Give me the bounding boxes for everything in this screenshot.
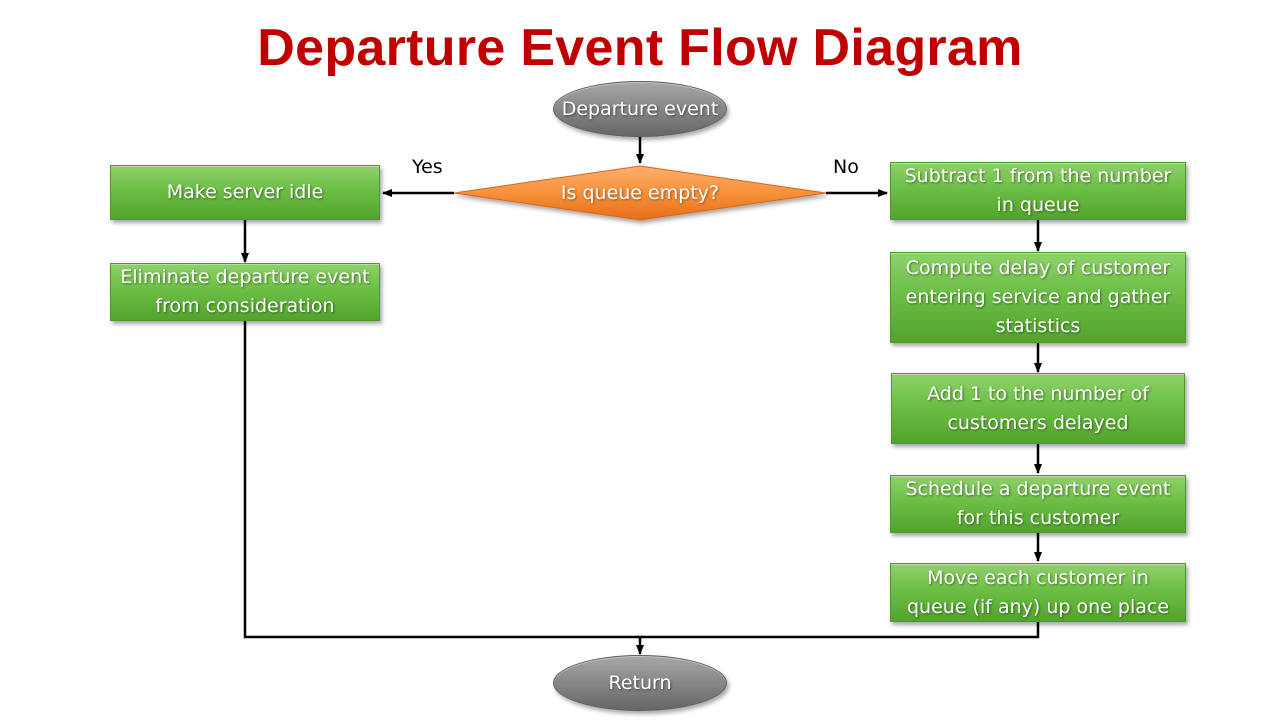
- move-customers-box: Move each customer in queue (if any) up …: [890, 563, 1186, 622]
- decision-label: Is queue empty?: [560, 182, 720, 204]
- compute-delay-box: Compute delay of customer entering servi…: [890, 252, 1186, 343]
- no-label: No: [833, 156, 859, 178]
- make-server-idle-box: Make server idle: [110, 165, 380, 220]
- yes-label: Yes: [412, 156, 443, 178]
- return-terminal: Return: [553, 655, 727, 711]
- connector-move-to-return: [640, 622, 1040, 639]
- connector-eliminate-to-return: [243, 321, 640, 639]
- start-terminal: Departure event: [553, 81, 727, 137]
- slide-title: Departure Event Flow Diagram: [257, 19, 1023, 77]
- add-customers-delayed-box: Add 1 to the number of customers delayed: [891, 373, 1185, 444]
- schedule-departure-box: Schedule a departure event for this cust…: [890, 475, 1186, 533]
- decision-diamond-shape: [453, 165, 827, 221]
- eliminate-departure-box: Eliminate departure event from considera…: [110, 263, 380, 321]
- subtract-from-queue-box: Subtract 1 from the number in queue: [890, 162, 1186, 220]
